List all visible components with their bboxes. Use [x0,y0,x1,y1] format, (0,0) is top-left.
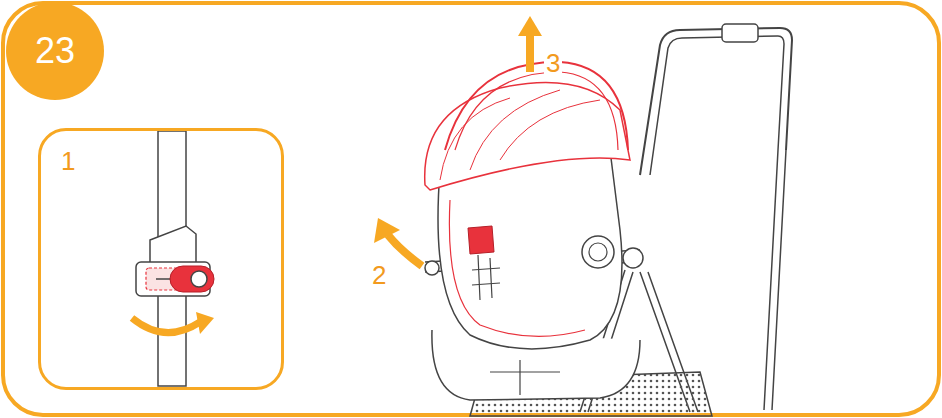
callout-number: 3 [544,50,562,76]
callout-number: 2 [370,262,388,288]
step-number: 23 [35,31,75,71]
detail-inset: 1 [38,128,284,390]
step-badge: 23 [6,2,104,100]
step-number: 1 [61,147,261,176]
